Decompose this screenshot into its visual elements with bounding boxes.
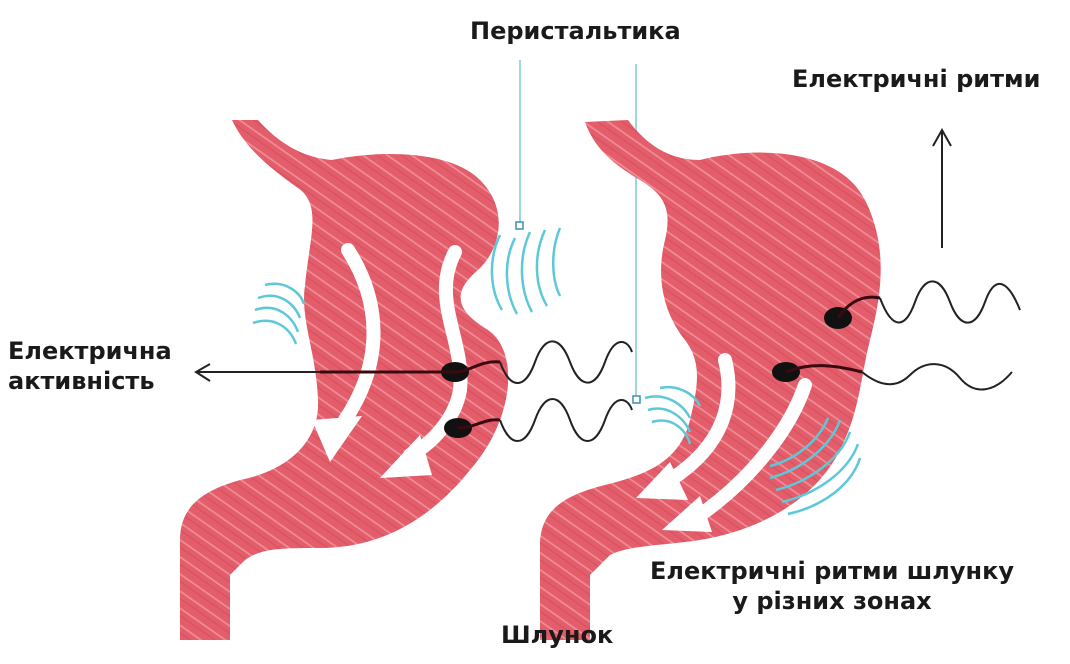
signal-left-2: [500, 399, 632, 441]
peristalsis-pointer-left-marker: [516, 222, 523, 229]
label-zone-rhythms: Електричні ритми шлунку у різних зонах: [650, 556, 1014, 616]
signal-right-1: [880, 281, 1020, 322]
label-zone-rhythms-line1: Електричні ритми шлунку: [650, 556, 1014, 586]
signal-right-2: [862, 364, 1012, 389]
label-electric-activity: Електрична активність: [8, 336, 172, 396]
label-electric-activity-line1: Електрична: [8, 336, 172, 366]
label-electric-activity-line2: активність: [8, 366, 172, 396]
peristalsis-waves-left-outer: [253, 284, 304, 344]
label-peristalsis: Перистальтика: [470, 16, 681, 46]
signal-left-1: [500, 341, 632, 383]
label-electric-rhythms: Електричні ритми: [792, 64, 1040, 94]
peristalsis-waves-left-inner: [492, 228, 560, 314]
peristalsis-pointer-right-marker: [633, 396, 640, 403]
label-stomach: Шлунок: [501, 620, 613, 650]
label-zone-rhythms-line2: у різних зонах: [650, 586, 1014, 616]
